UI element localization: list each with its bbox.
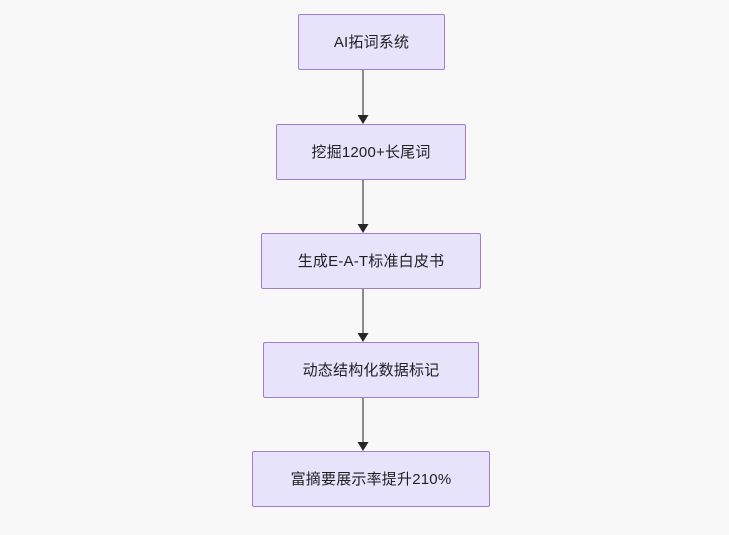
flow-node-label: AI拓词系统	[333, 33, 410, 51]
flow-node-mine-longtail-keywords[interactable]: 挖掘1200+长尾词	[276, 124, 466, 180]
flow-arrow-n1-to-n2	[355, 70, 371, 124]
flow-node-generate-eat-whitepaper[interactable]: 生成E-A-T标准白皮书	[261, 233, 481, 289]
flow-node-label: 富摘要展示率提升210%	[290, 470, 452, 488]
flow-node-label: 动态结构化数据标记	[302, 361, 440, 379]
flow-node-rich-snippet-impression-lift[interactable]: 富摘要展示率提升210%	[252, 451, 490, 507]
flow-node-label: 挖掘1200+长尾词	[311, 143, 431, 161]
flow-arrow-n4-to-n5	[355, 398, 371, 451]
flow-node-label: 生成E-A-T标准白皮书	[297, 252, 445, 270]
flow-arrow-n2-to-n3	[355, 180, 371, 233]
flow-node-dynamic-structured-data-markup[interactable]: 动态结构化数据标记	[263, 342, 479, 398]
flow-arrow-n3-to-n4	[355, 289, 371, 342]
flow-node-ai-keyword-system[interactable]: AI拓词系统	[298, 14, 445, 70]
